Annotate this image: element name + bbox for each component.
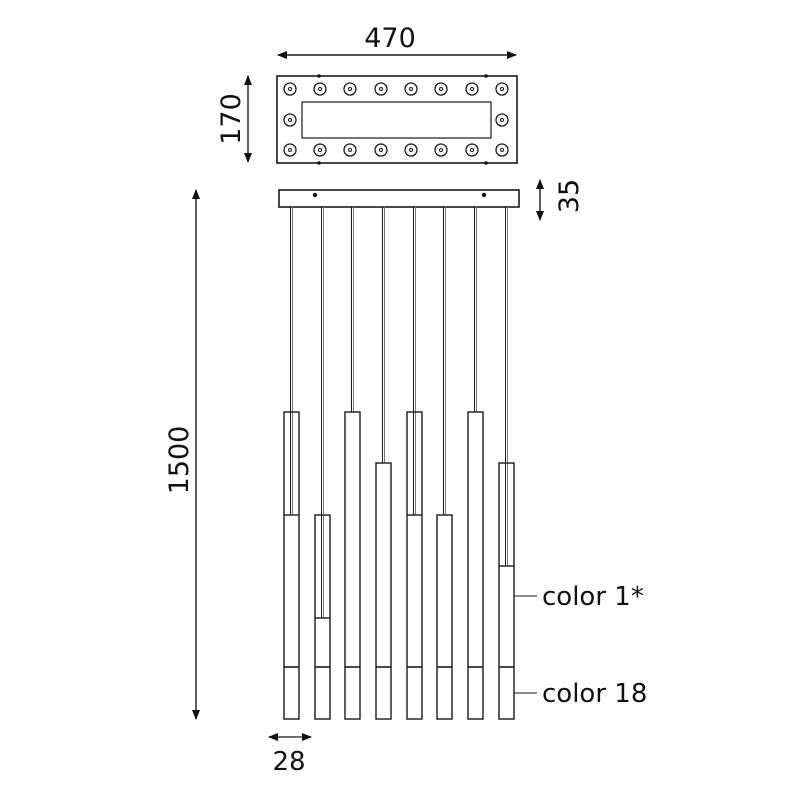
- top-view-plate: [276, 74, 518, 165]
- pendant-2: [314, 207, 331, 720]
- pendant-8: [498, 207, 515, 720]
- pendant-6: [436, 207, 453, 720]
- tube-diameter-label: 28: [272, 747, 305, 777]
- callout-upper-label: color 1*: [542, 582, 644, 612]
- edge-fixing-icon: [317, 74, 321, 78]
- ceiling-canopy: [278, 189, 520, 208]
- mounting-hole-icon: [374, 82, 388, 96]
- edge-fixing-icon: [484, 161, 488, 165]
- pendant-4: [375, 207, 392, 720]
- tube-body: [406, 411, 423, 720]
- tube-body: [314, 514, 331, 720]
- mounting-hole-icon: [495, 82, 509, 96]
- pendant-7: [467, 207, 484, 720]
- mounting-hole-icon: [283, 143, 297, 157]
- depth-dimension-label: 170: [216, 93, 247, 145]
- mounting-hole-icon: [374, 143, 388, 157]
- pendant-tubes: [283, 207, 515, 720]
- tube-body: [436, 514, 453, 720]
- pendant-3: [344, 207, 361, 720]
- mounting-hole-icon: [434, 82, 448, 96]
- canopy-height-label: 35: [554, 179, 585, 213]
- tube-body: [467, 411, 484, 720]
- top-view-inner-opening: [301, 101, 492, 139]
- edge-fixing-icon: [484, 74, 488, 78]
- tube-body: [344, 411, 361, 720]
- canopy-screw-icon: [312, 192, 318, 198]
- edge-fixing-icon: [317, 161, 321, 165]
- mounting-hole-icon: [283, 113, 297, 127]
- tube-body: [375, 462, 392, 720]
- mounting-hole-icon: [404, 143, 418, 157]
- mounting-hole-icon: [495, 113, 509, 127]
- mounting-hole-icon: [495, 143, 509, 157]
- width-dimension-label: 470: [364, 23, 416, 54]
- canopy-screw-icon: [481, 192, 487, 198]
- mounting-hole-icon: [404, 82, 418, 96]
- mounting-hole-icon: [283, 82, 297, 96]
- mounting-hole-icon: [465, 143, 479, 157]
- pendant-1: [283, 207, 300, 720]
- mounting-hole-icon: [434, 143, 448, 157]
- pendant-5: [406, 207, 423, 720]
- tube-body: [498, 462, 515, 720]
- callout-lower-label: color 18: [542, 679, 647, 709]
- mounting-hole-icon: [313, 82, 327, 96]
- mounting-hole-icon: [313, 143, 327, 157]
- mounting-hole-icon: [465, 82, 479, 96]
- tube-body: [283, 411, 300, 720]
- total-height-label: 1500: [164, 426, 195, 495]
- mounting-hole-icon: [343, 143, 357, 157]
- mounting-hole-icon: [343, 82, 357, 96]
